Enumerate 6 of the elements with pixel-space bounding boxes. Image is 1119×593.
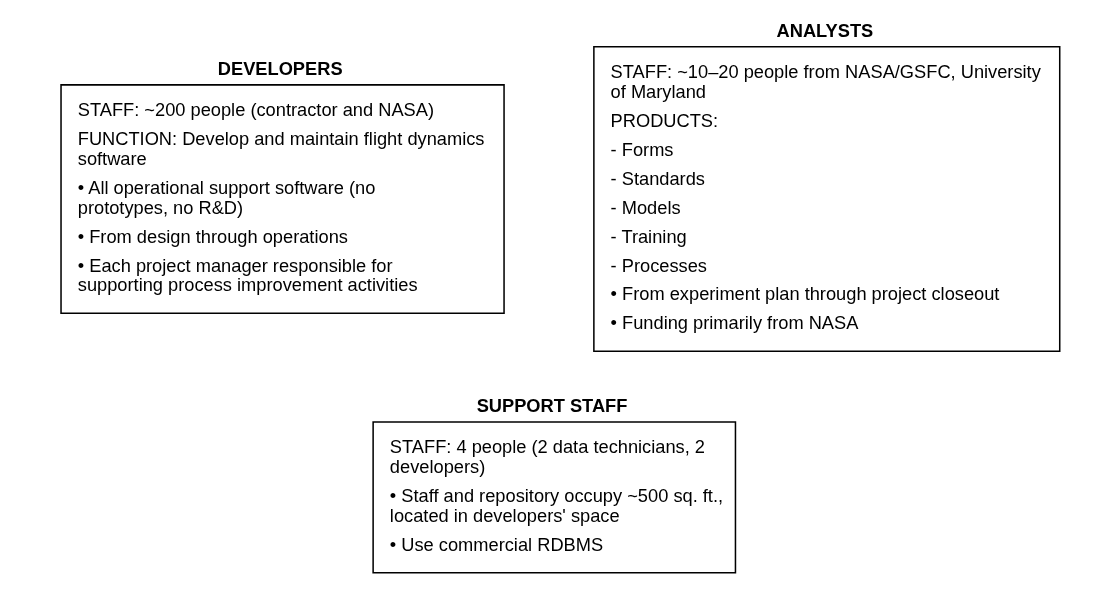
node-box: STAFF: 4 people (2 data technicians, 2 developers) • Staff and repository occupy ~500 sq. ft., located in developers' space • Use commercial RDBMS xyxy=(371,421,736,574)
node-box: STAFF: ~200 people (contractor and NASA) FUNCTION: Develop and maintain flight dynamics software • All operational support software (no prototypes, no R&D) • From design through operations • Each project manager responsible for supporting process improvement activities xyxy=(59,84,505,314)
node-label: ANALYSTS xyxy=(776,20,873,42)
node-label: DEVELOPERS xyxy=(217,58,343,80)
node-label: SUPPORT STAFF xyxy=(476,395,627,417)
node-box: STAFF: ~10–20 people from NASA/GSFC, University of Maryland PRODUCTS: - Forms - Standards - Models - Training - Processes • From experiment plan through project closeout • Funding primarily from NASA xyxy=(592,46,1060,353)
